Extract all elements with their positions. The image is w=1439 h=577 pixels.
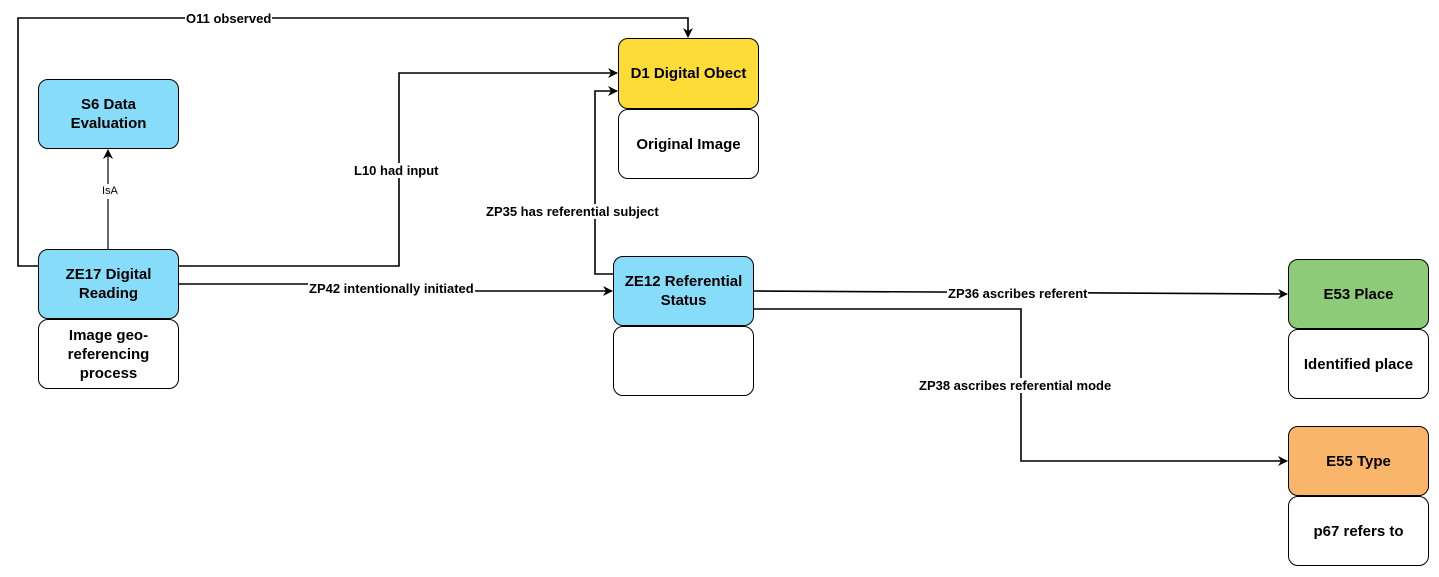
edge-label-zp38: ZP38 ascribes referential mode [918,378,1113,393]
edge-label-zp35: ZP35 has referential subject [485,204,660,219]
note-d1-original-image[interactable]: Original Image [618,109,759,179]
note-e55-p67-refers-to[interactable]: p67 refers to [1288,496,1429,566]
node-d1-digital-object[interactable]: D1 Digital Obect [618,38,759,109]
note-ze12-empty[interactable] [613,326,754,396]
node-ze17-digital-reading[interactable]: ZE17 Digital Reading [38,249,179,319]
node-ze12-referential-status[interactable]: ZE12 Referential Status [613,256,754,326]
edge-label-zp42: ZP42 intentionally initiated [308,281,475,296]
node-e55-type[interactable]: E55 Type [1288,426,1429,496]
edge-label-isa: IsA [101,184,119,199]
note-ze17-image-georeferencing[interactable]: Image geo-referencing process [38,319,179,389]
node-s6-data-evaluation[interactable]: S6 Data Evaluation [38,79,179,149]
note-e53-identified-place[interactable]: Identified place [1288,329,1429,399]
edge-o11-observed [17,17,693,267]
edge-label-zp36: ZP36 ascribes referent [947,286,1089,301]
node-e53-place[interactable]: E53 Place [1288,259,1429,329]
edge-label-l10: L10 had input [353,163,440,178]
edge-label-o11: O11 observed [185,11,273,26]
edge-zp35-has-referential-subject [594,86,618,275]
